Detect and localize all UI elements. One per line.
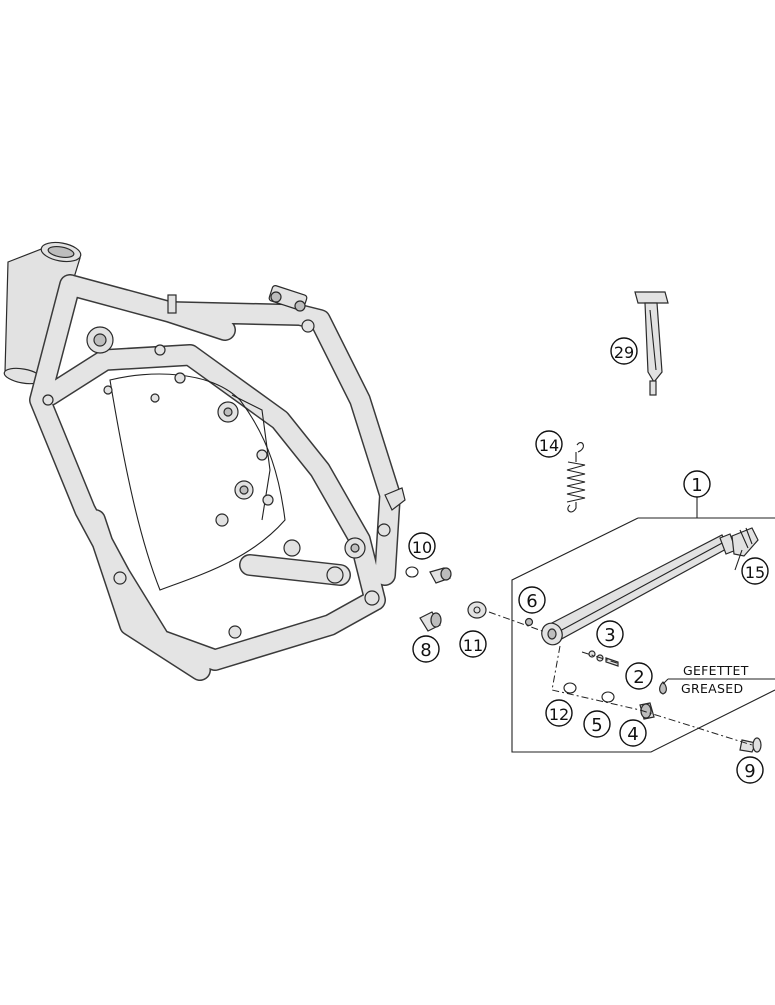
- part-2-grease: [659, 681, 667, 695]
- part-3-spring-bolt: [588, 650, 619, 667]
- assembly-boundary: [511, 517, 775, 753]
- callout-label: 14: [539, 436, 559, 455]
- part-8-bushing: [419, 611, 442, 632]
- motorcycle-frame: [3, 241, 406, 681]
- part-14-spring: [566, 442, 586, 513]
- callout-3: 3: [596, 620, 624, 648]
- callout-6: 6: [518, 586, 546, 614]
- part-12-ring: [563, 682, 577, 694]
- frame-brackets: [42, 285, 406, 639]
- callout-4: 4: [619, 719, 647, 747]
- callout-5: 5: [583, 710, 611, 738]
- callout-label: 11: [463, 636, 483, 655]
- callout-label: 12: [549, 705, 569, 724]
- callout-10: 10: [408, 532, 436, 560]
- callout-9: 9: [736, 756, 764, 784]
- callout-label: 9: [744, 761, 755, 782]
- callout-29: 29: [610, 337, 638, 365]
- callout-14: 14: [535, 430, 563, 458]
- grease-note: GEFETTET GREASED: [681, 663, 749, 696]
- callout-label: 5: [591, 715, 602, 736]
- callout-label: 3: [604, 625, 615, 646]
- callout-1: 1: [683, 470, 711, 498]
- part-29-tool: [634, 291, 669, 396]
- part-4-bushing: [639, 702, 655, 720]
- callout-11: 11: [459, 630, 487, 658]
- callout-15: 15: [741, 557, 769, 585]
- callout-label: 6: [526, 591, 537, 612]
- part-11-washer: [467, 601, 487, 619]
- callout-label: 4: [627, 724, 638, 745]
- grease-note-english: GREASED: [681, 681, 743, 696]
- callout-label: 29: [614, 343, 634, 362]
- part-1-side-stand-assembly: [488, 497, 775, 753]
- part-10-oring-bushing: [405, 566, 452, 584]
- callout-label: 2: [633, 667, 644, 688]
- callout-label: 1: [691, 475, 702, 496]
- part-5-ring: [601, 691, 615, 703]
- callout-label: 8: [420, 640, 431, 661]
- grease-note-german: GEFETTET: [683, 663, 749, 678]
- callout-8: 8: [412, 635, 440, 663]
- callout-label: 15: [745, 563, 765, 582]
- part-6-nut: [524, 617, 534, 627]
- callout-2: 2: [625, 662, 653, 690]
- callout-leaders: [734, 549, 743, 571]
- part-15-stand-foot: [731, 527, 759, 557]
- callout-label: 10: [412, 538, 432, 557]
- callout-12: 12: [545, 699, 573, 727]
